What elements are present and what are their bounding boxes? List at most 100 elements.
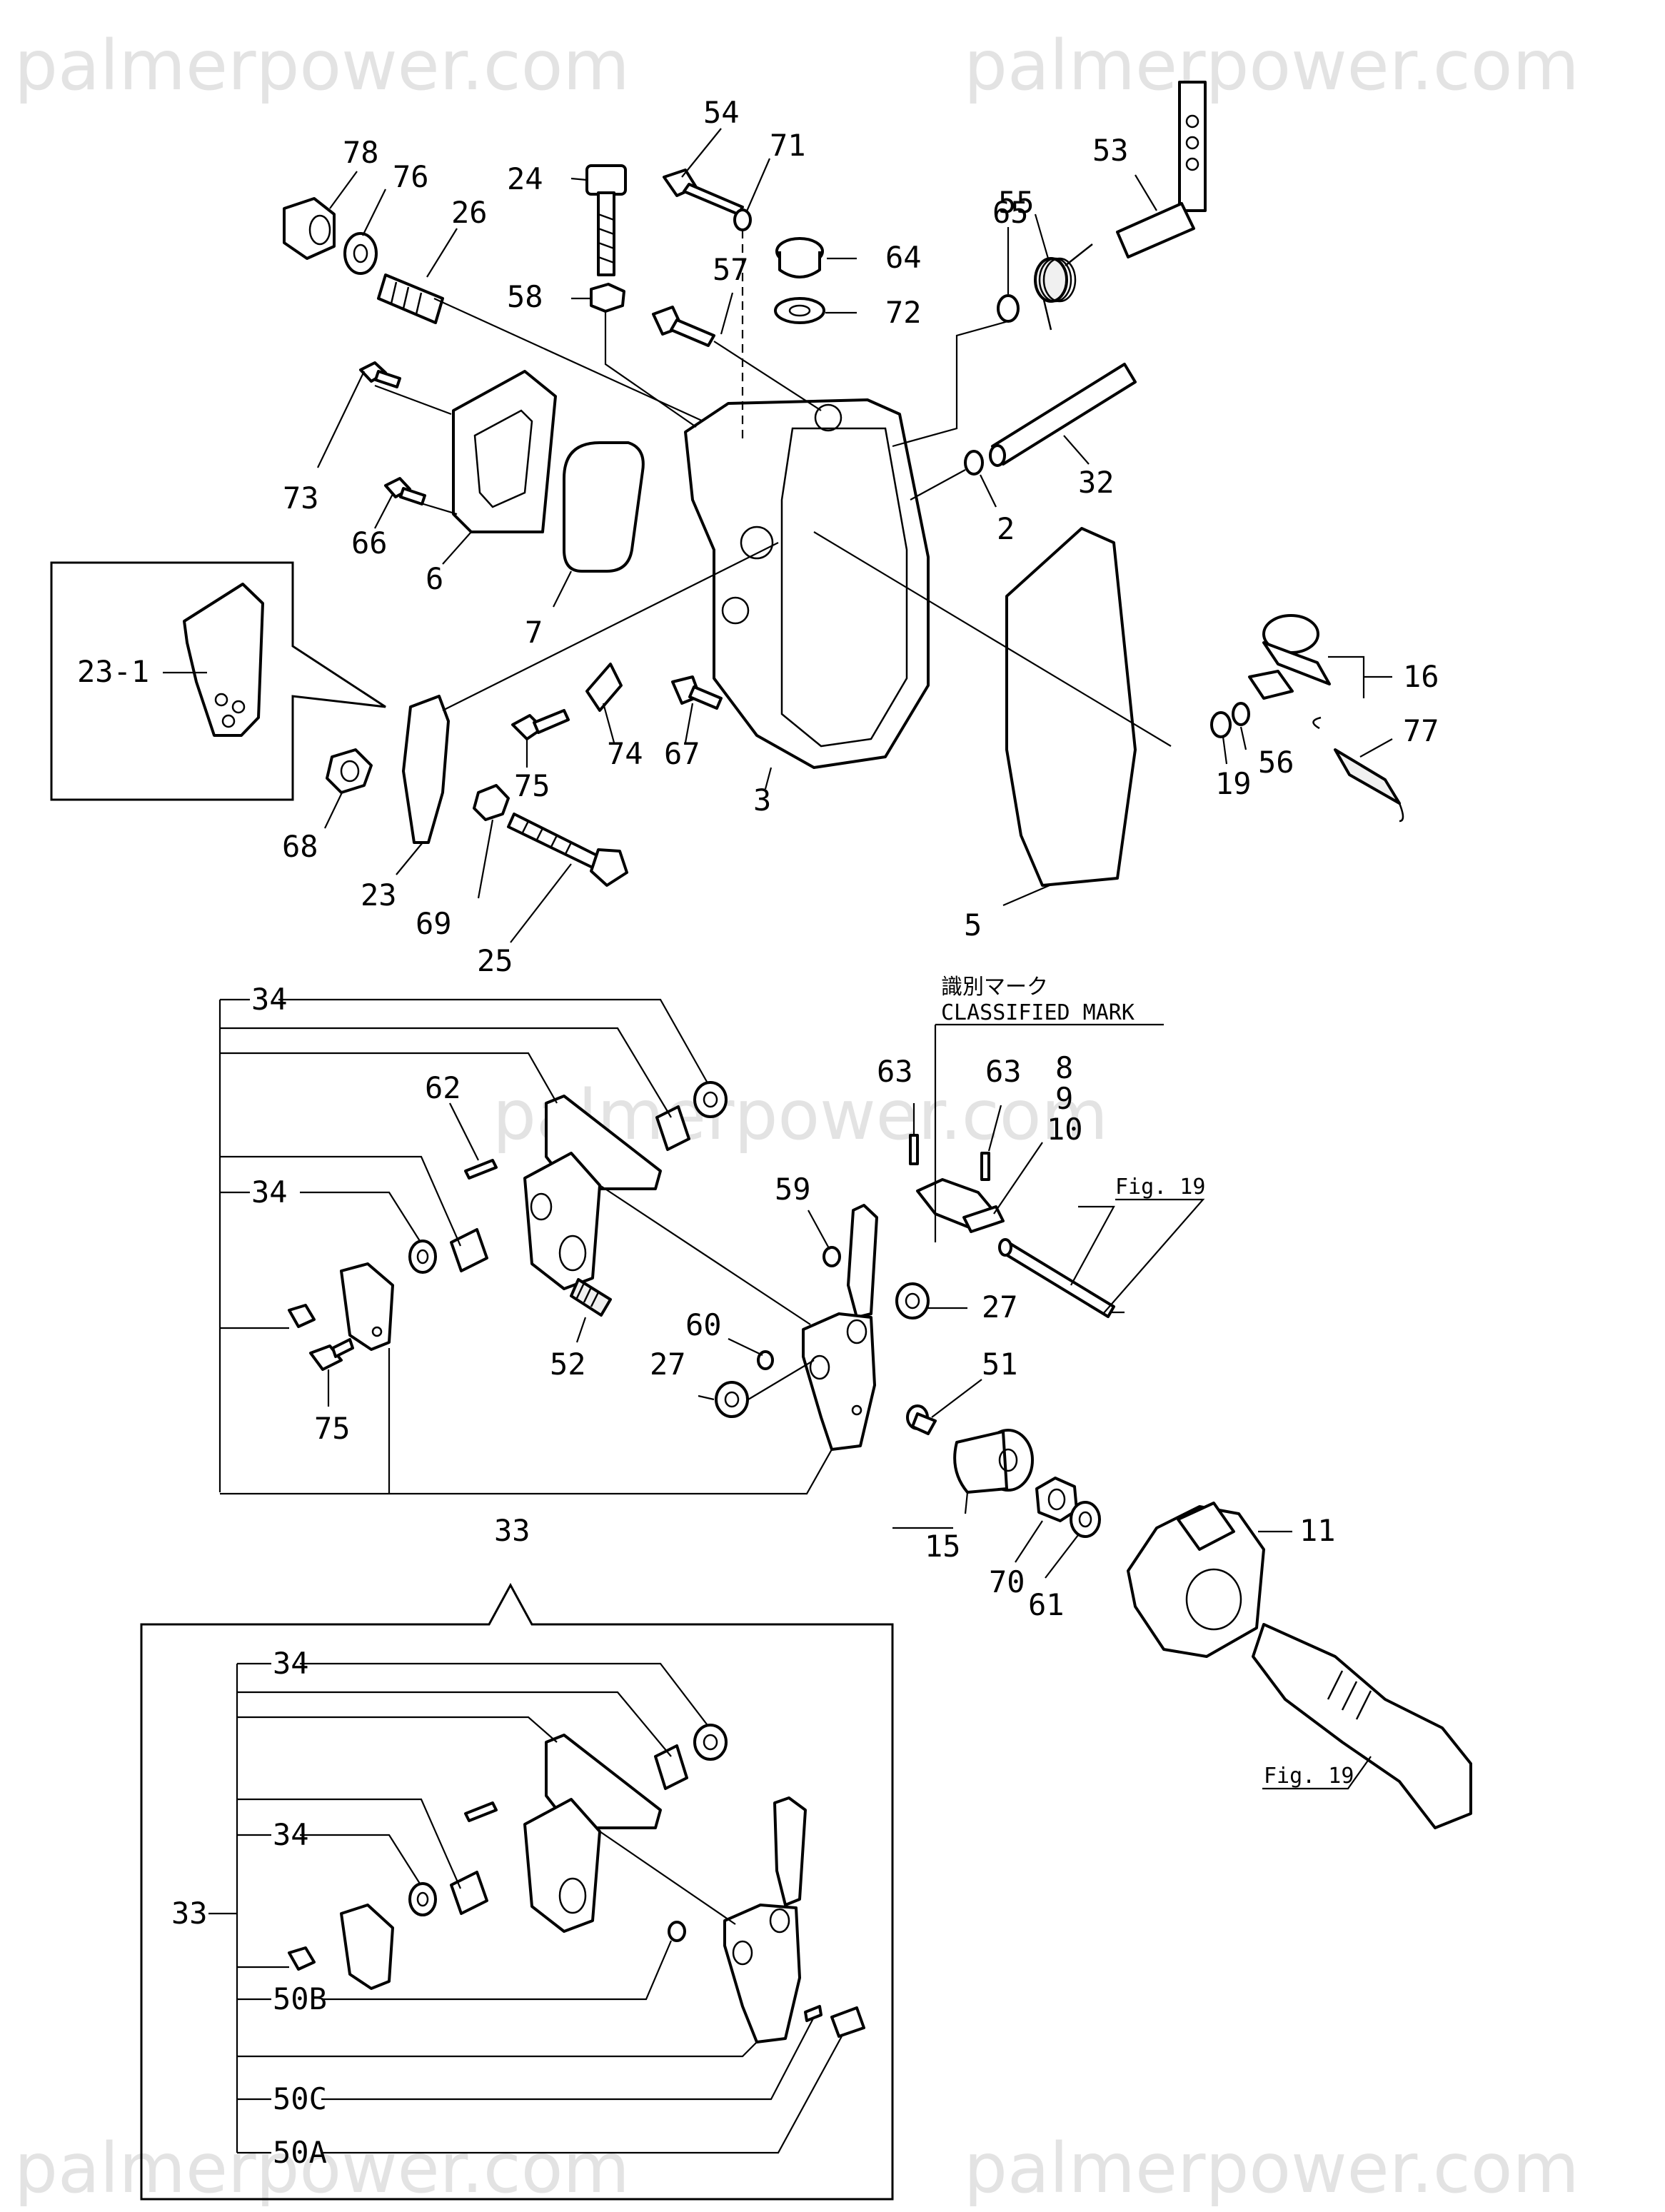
governor-housing-3	[684, 398, 930, 769]
bolt-66	[384, 477, 426, 506]
middle-callouts: 34 62 34 75 52 63 63 8 9 10 59 27 60 27 …	[251, 975, 1354, 1789]
callout-73: 73	[283, 481, 319, 516]
bolt-67	[671, 675, 723, 710]
watermark: palmerpower.com	[964, 26, 1579, 106]
variant-33-box: 34 34 33 50B 50C 50A	[140, 1582, 894, 2201]
bushing	[655, 1105, 690, 1151]
spring-52	[570, 1278, 612, 1317]
bolt-75	[511, 709, 570, 740]
detail-inset-23-1: 23-1	[50, 561, 386, 801]
callout-72: 72	[885, 295, 922, 330]
clip-59	[823, 1246, 841, 1267]
cap-nut-78	[283, 197, 336, 260]
callout-11: 11	[1299, 1513, 1336, 1548]
washer-27-right	[895, 1282, 930, 1319]
washer-61	[1070, 1501, 1101, 1538]
lower-plate	[340, 1262, 394, 1351]
callout-74: 74	[607, 736, 643, 771]
callout-50C: 50C	[273, 2081, 327, 2116]
bolt-75-mid	[309, 1338, 354, 1371]
callout-69: 69	[416, 906, 452, 941]
callout-58: 58	[507, 279, 543, 314]
ring-19	[1210, 711, 1232, 738]
callout-59: 59	[775, 1172, 811, 1207]
callout-67: 67	[664, 736, 700, 771]
callout-60: 60	[685, 1307, 722, 1342]
washer-71	[733, 208, 752, 231]
callout-23-1: 23-1	[77, 654, 149, 689]
callout-77: 77	[1403, 713, 1439, 748]
callout-23: 23	[361, 878, 397, 913]
watermark: palmerpower.com	[964, 2128, 1579, 2208]
callout-62: 62	[425, 1070, 461, 1105]
callout-50B: 50B	[273, 1981, 327, 2016]
classified-mark-en: CLASSIFIED MARK	[941, 1000, 1135, 1025]
ring-56	[1232, 702, 1250, 726]
upper-leader-lines	[317, 128, 1393, 943]
shaft-16	[1248, 614, 1331, 700]
bushing-lower	[450, 1228, 488, 1272]
callout-63: 63	[877, 1054, 913, 1089]
callout-50A: 50A	[273, 2135, 327, 2170]
governor-weight-11	[1127, 1502, 1265, 1658]
callout-34: 34	[273, 1646, 309, 1681]
middle-leader-lines	[220, 998, 1372, 1790]
callout-26: 26	[451, 195, 488, 230]
callout-66: 66	[351, 526, 388, 560]
cover-plate-6	[452, 370, 557, 533]
spring-77	[1312, 716, 1404, 823]
callout-10: 10	[1047, 1112, 1083, 1147]
gasket-5	[1005, 527, 1137, 887]
washer-34-lower	[408, 1240, 437, 1274]
torsion-spring-55	[1034, 243, 1093, 331]
callout-3: 3	[753, 783, 771, 818]
governor-arm	[802, 1204, 878, 1451]
callout-52: 52	[550, 1347, 586, 1382]
bolt-57	[652, 306, 715, 347]
callout-65: 65	[992, 195, 1029, 230]
callout-27: 27	[650, 1347, 686, 1382]
lever-shaft-53	[1116, 81, 1207, 258]
callout-51: 51	[982, 1347, 1018, 1382]
washer-76	[343, 232, 378, 275]
threaded-sleeve-26	[377, 273, 444, 324]
washer-27-left	[715, 1381, 749, 1418]
callout-9: 9	[1055, 1081, 1073, 1116]
gasket-7	[563, 441, 645, 573]
o-ring-2	[964, 450, 984, 476]
fig-19-ref-upper: Fig. 19	[1115, 1175, 1205, 1200]
callout-70: 70	[989, 1564, 1025, 1599]
bolt-25	[507, 813, 628, 887]
callout-57: 57	[713, 252, 749, 287]
pin-51	[906, 1404, 937, 1435]
plug-64	[775, 237, 824, 278]
callout-16: 16	[1403, 659, 1439, 694]
callout-2: 2	[997, 511, 1015, 546]
washer-72	[774, 297, 825, 324]
bolt-small	[288, 1304, 316, 1328]
bolt-24	[585, 164, 627, 276]
callout-53: 53	[1092, 133, 1129, 168]
screw-54	[663, 169, 744, 216]
lever-23	[402, 695, 450, 844]
callout-15: 15	[925, 1529, 961, 1564]
upper-callouts: 78 76 26 24 58 54 71 64 72 57 65 55 53 3…	[282, 95, 1439, 978]
washer-34-top	[693, 1081, 728, 1118]
pin-62	[464, 1159, 498, 1180]
nut-69	[473, 784, 510, 821]
sleeve-15	[953, 1429, 1034, 1494]
callout-5: 5	[964, 908, 982, 942]
callout-34: 34	[251, 1175, 288, 1210]
callout-56: 56	[1258, 745, 1294, 780]
callout-6: 6	[426, 561, 443, 596]
bolt-73	[359, 361, 401, 388]
classified-mark-jp: 識別マーク	[941, 975, 1048, 1000]
callout-33: 33	[171, 1896, 208, 1931]
pin-63-right	[980, 1152, 990, 1181]
callout-68: 68	[282, 829, 318, 864]
callout-33: 33	[494, 1513, 530, 1548]
snap-ring-65	[997, 294, 1020, 323]
callout-71: 71	[770, 128, 806, 163]
clip-60	[757, 1350, 774, 1370]
shaft-32	[989, 363, 1137, 467]
